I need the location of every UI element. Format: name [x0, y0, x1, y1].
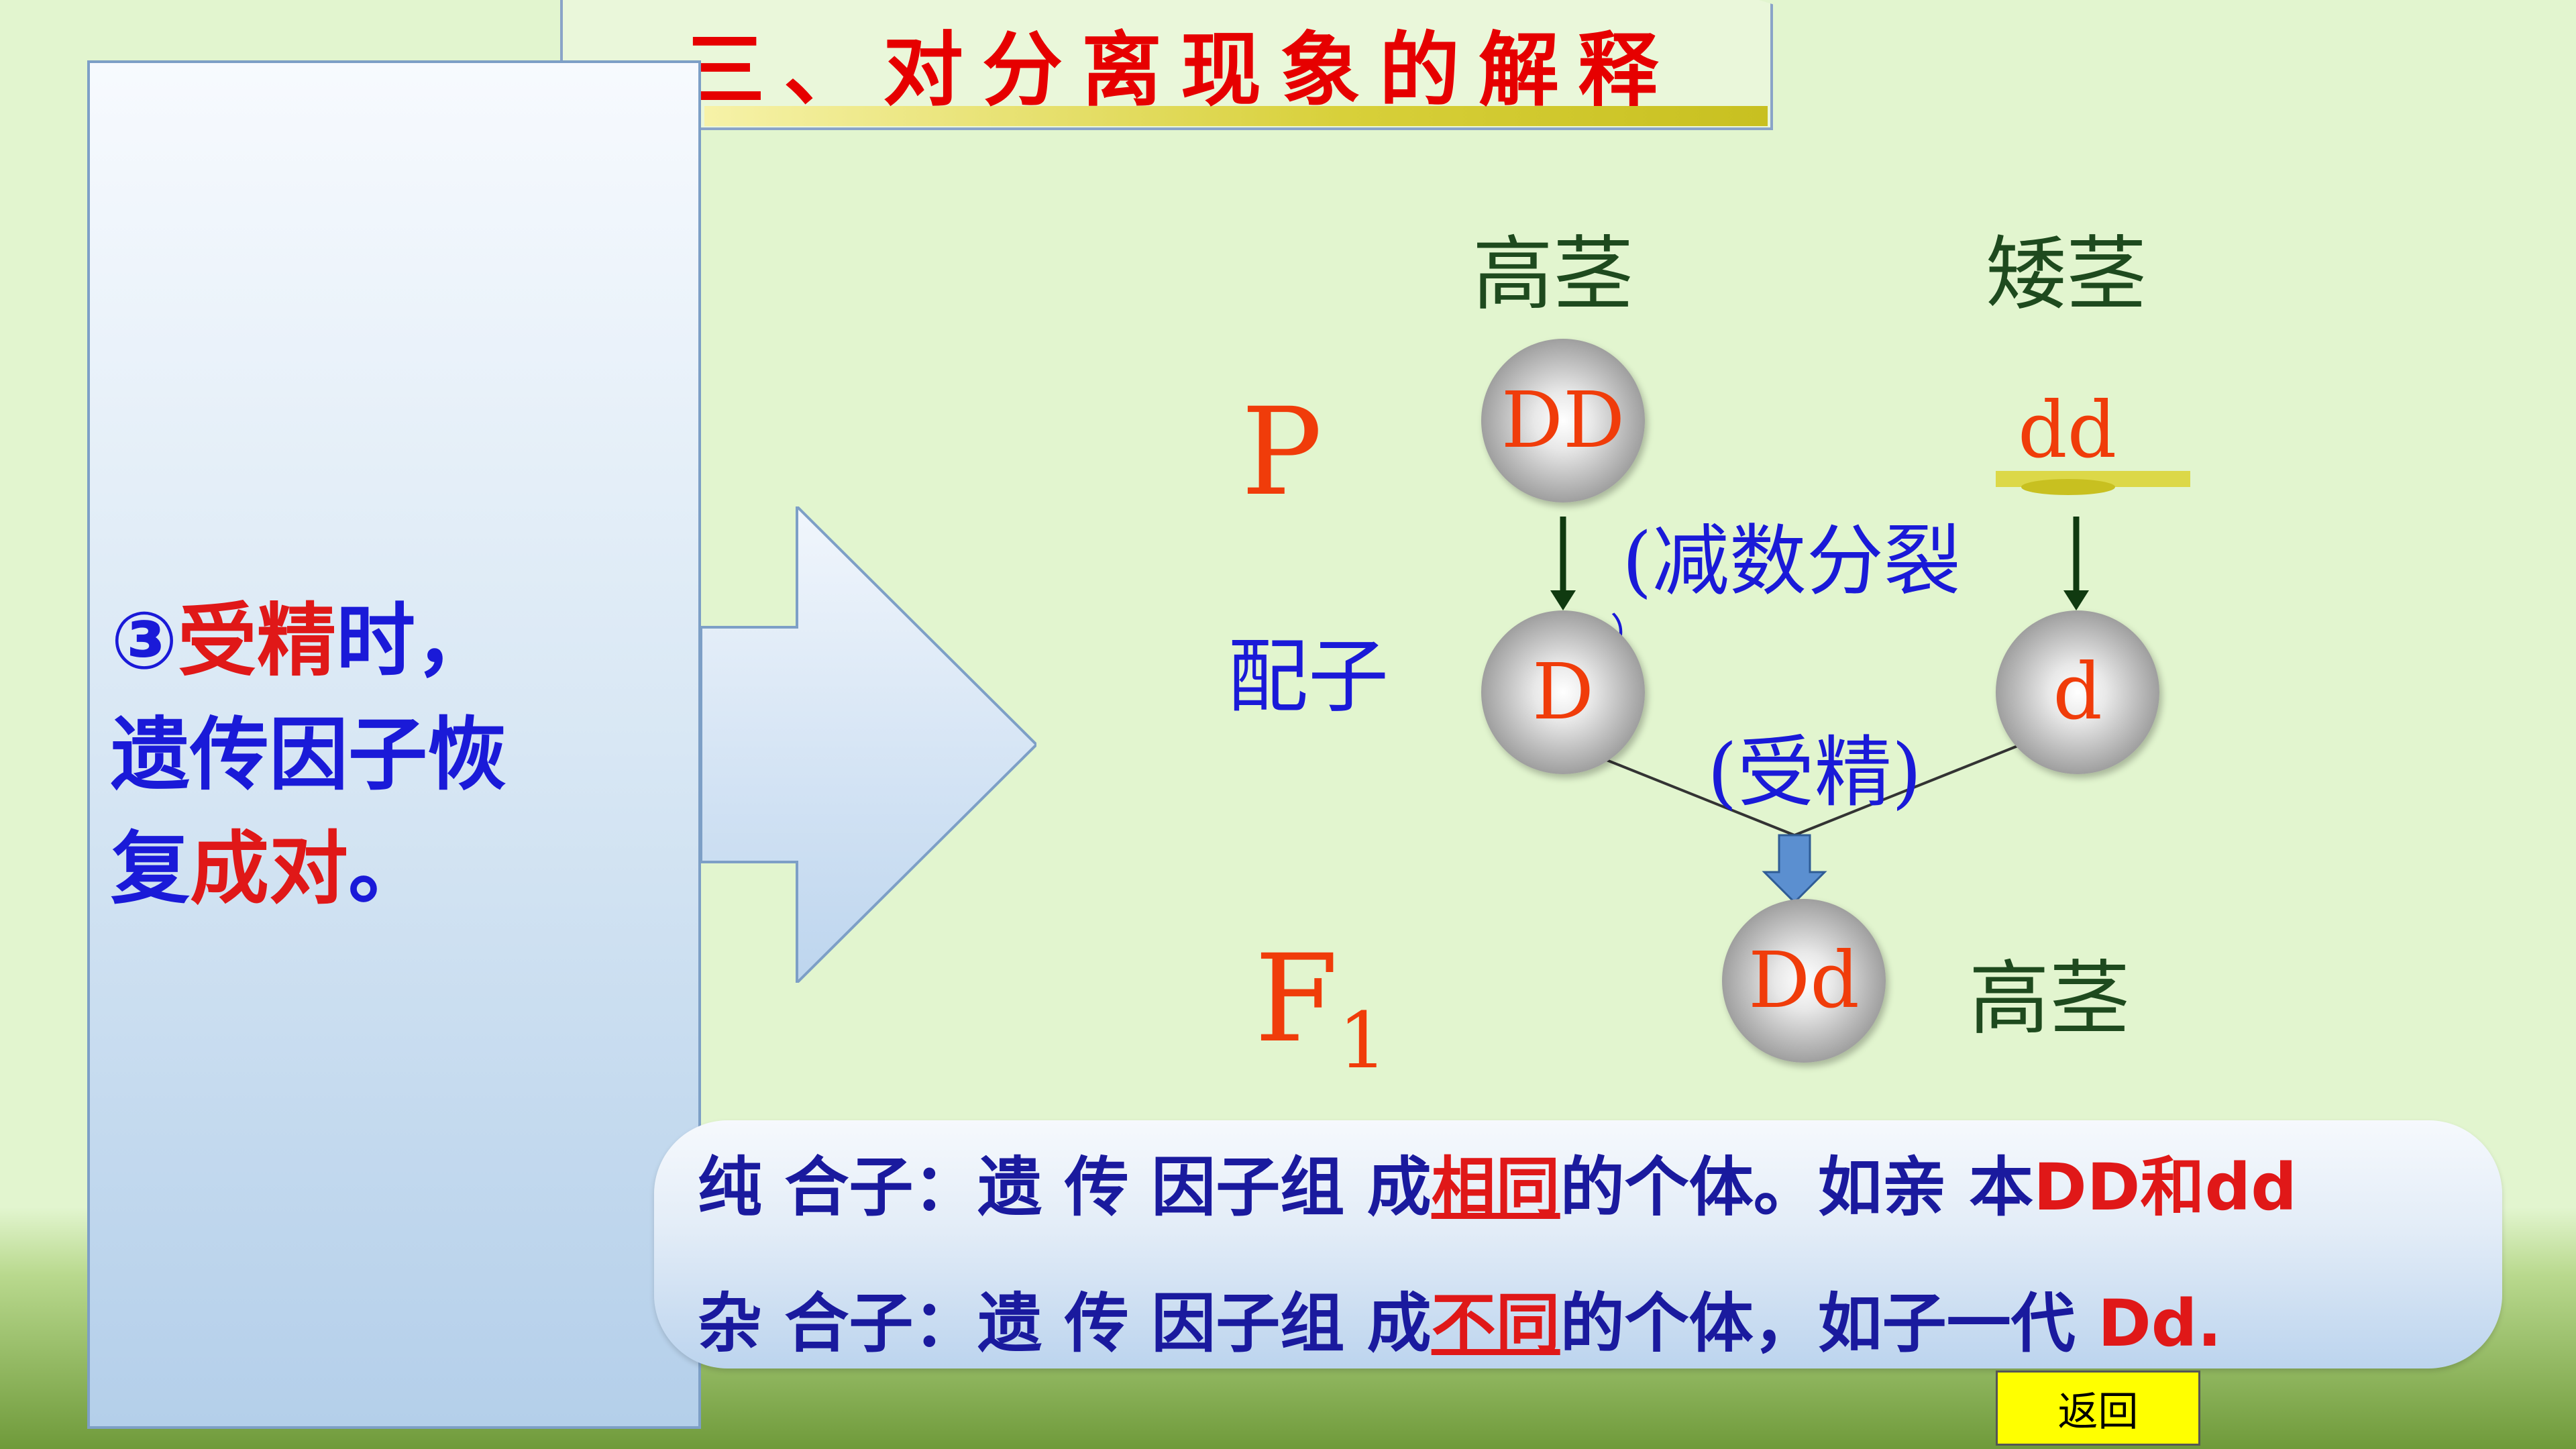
- label-p-generation: P: [1241, 382, 1323, 523]
- heterozygote-middle: 的个体，如子一代: [1560, 1286, 2098, 1361]
- label-meiosis: (减数分裂: [1622, 517, 1961, 606]
- point-line1-end: 时，: [335, 594, 494, 687]
- gamete-d: d: [2053, 647, 2102, 737]
- point-fertilization: 受精: [177, 594, 336, 687]
- homozygote-definition: 纯 合子：遗 传 因子组 成相同的个体。如亲 本DD和dd: [698, 1155, 2297, 1220]
- left-panel: [87, 60, 701, 1429]
- gamete-D-ball: D: [1481, 610, 1645, 774]
- arrow-right-icon: [701, 506, 1036, 983]
- homozygote-middle: 的个体。如亲 本: [1560, 1150, 2034, 1225]
- page-title: 三、对分离现象的解释: [684, 23, 1677, 117]
- point-3-line3: 复成对。: [111, 812, 621, 926]
- offspring-Dd-ball: Dd: [1722, 899, 1886, 1063]
- label-fertilization: (受精): [1707, 728, 1922, 818]
- homozygote-prefix: 纯 合子：遗 传 因子组 成: [698, 1150, 1432, 1225]
- label-tall-parent: 高茎: [1472, 228, 1633, 321]
- definitions-box: [654, 1120, 2502, 1368]
- homozygote-example: DD和dd: [2033, 1150, 2297, 1225]
- label-f1-letter: F: [1254, 929, 1338, 1069]
- homozygote-highlight: 相同: [1431, 1150, 1560, 1225]
- heterozygote-prefix: 杂 合子：遗 传 因子组 成: [698, 1286, 1432, 1361]
- point-marker: ③: [111, 594, 178, 687]
- label-f1-generation: F1: [1254, 939, 1387, 1080]
- genotype-Dd: Dd: [1748, 936, 1860, 1026]
- label-f1-subscript: 1: [1338, 996, 1388, 1086]
- gamete-d-ball: d: [1996, 610, 2159, 774]
- point-line3-c: 。: [348, 822, 428, 915]
- point-3-text: ③受精时， 遗传因子恢 复成对。: [111, 584, 621, 926]
- genotype-dd: dd: [2018, 386, 2117, 476]
- point-paired: 成对: [190, 822, 349, 915]
- point-line3-a: 复: [111, 822, 191, 915]
- label-gametes: 配子: [1228, 631, 1389, 724]
- label-tall-offspring: 高茎: [1969, 953, 2130, 1046]
- point-3-line2: 遗传因子恢: [111, 708, 507, 801]
- heterozygote-highlight: 不同: [1431, 1286, 1560, 1361]
- parent-dd-ball: DD: [1481, 339, 1645, 502]
- heterozygote-example: Dd.: [2098, 1286, 2222, 1361]
- genotype-DD: DD: [1501, 376, 1625, 466]
- return-button[interactable]: 返回: [1996, 1371, 2200, 1446]
- title-underline: [704, 106, 1768, 126]
- point-3-line1: ③受精时，: [111, 584, 621, 698]
- label-dwarf-parent: 矮茎: [1986, 228, 2147, 321]
- heterozygote-definition: 杂 合子：遗 传 因子组 成不同的个体，如子一代 Dd.: [698, 1291, 2222, 1356]
- gamete-D: D: [1532, 647, 1595, 737]
